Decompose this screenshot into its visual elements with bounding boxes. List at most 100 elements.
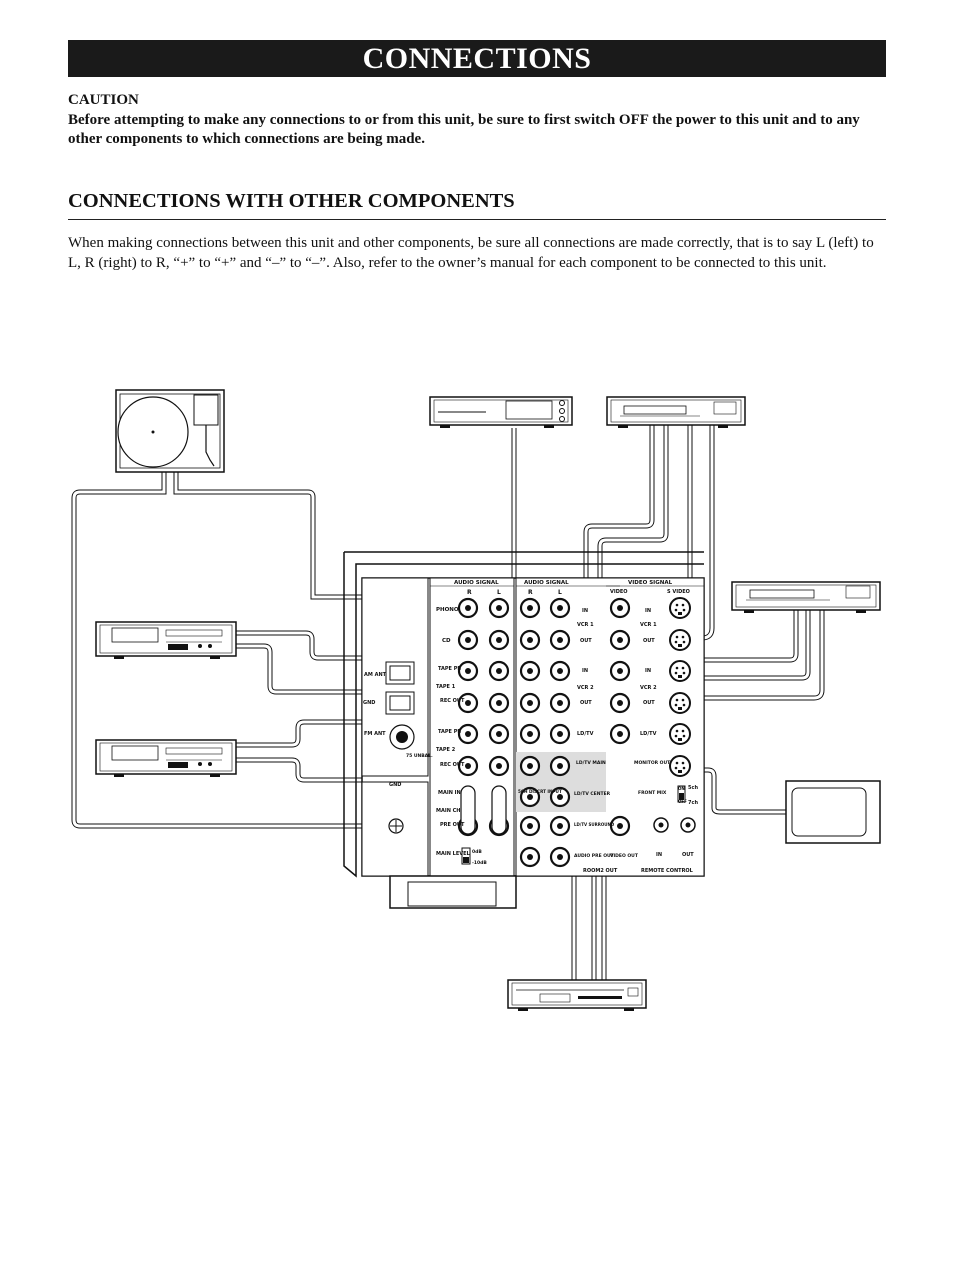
cable-tape2-rec — [236, 757, 468, 783]
label-10db: -10dB — [472, 860, 487, 866]
label-fm-ant: FM ANT — [364, 731, 386, 737]
label-audio-pre-out: AUDIO PRE OUT — [574, 853, 615, 859]
tape-deck-1-icon — [95, 621, 237, 659]
cable-vcr1-a — [583, 424, 655, 600]
cable-turntable-gnd — [71, 472, 396, 829]
turntable-icon — [115, 389, 225, 473]
rca-jack-l-1 — [488, 629, 510, 651]
label-l-2: L — [558, 589, 562, 596]
label-l-1: L — [497, 589, 501, 596]
rca-jack-video-5 — [609, 815, 631, 837]
rca-jack-l2-3 — [549, 692, 571, 714]
rca-jack-r2-2 — [519, 660, 541, 682]
label-0db: 0dB — [472, 849, 482, 855]
label-out-1: OUT — [580, 638, 592, 644]
label-monitor-out: MONITOR OUT — [634, 760, 671, 766]
cable-vcr1-b — [597, 424, 669, 598]
rca-jack-r2-3 — [519, 692, 541, 714]
label-remote-control: REMOTE CONTROL — [641, 868, 694, 874]
page-title: CONNECTIONS — [362, 41, 592, 75]
vcr2-icon — [731, 581, 881, 613]
tv-monitor-icon — [785, 780, 881, 844]
label-ldtv-main: LD/TV MAIN — [576, 760, 606, 766]
label-remote-in: IN — [656, 852, 662, 858]
cable-tape1-rec — [236, 643, 468, 695]
s-video-jack-1 — [669, 629, 691, 651]
label-discrt: 5CH DISCRT INPUT — [518, 789, 562, 794]
vcr1-icon — [606, 396, 746, 428]
cable-vcr2-c — [680, 610, 825, 701]
rca-jack-r-5 — [457, 755, 479, 777]
rca-jack-r2-8 — [519, 846, 541, 868]
label-out-v2: OUT — [643, 700, 655, 706]
label-ldtv-a: LD/TV — [577, 731, 594, 737]
cable-monitor — [680, 767, 786, 815]
rca-jack-l2-4 — [549, 723, 571, 745]
label-vcr2-a: VCR 2 — [577, 685, 594, 691]
s-video-jack-5 — [669, 755, 691, 777]
label-ldtv-surround: LD/TV SURROUND — [574, 822, 615, 827]
rca-jack-r2-1 — [519, 629, 541, 651]
caution-heading: CAUTION — [68, 92, 139, 108]
label-out-v1: OUT — [643, 638, 655, 644]
rca-jack-r-1 — [457, 629, 479, 651]
label-video-out: VIDEO OUT — [610, 853, 639, 859]
rca-jack-r2-4 — [519, 723, 541, 745]
label-vcr1-a: VCR 1 — [577, 622, 594, 628]
label-tape1: TAPE 1 — [436, 684, 456, 690]
rca-jack-l2-2 — [549, 660, 571, 682]
rca-jack-l2-5 — [549, 755, 571, 777]
rca-jack-l2-7 — [549, 815, 571, 837]
label-in-1: IN — [582, 608, 588, 614]
rca-jack-video-1 — [609, 629, 631, 651]
rca-jack-l-3 — [488, 692, 510, 714]
rca-jack-r-2 — [457, 660, 479, 682]
rca-jack-l2-0 — [549, 597, 571, 619]
label-main-ch: MAIN CH — [436, 808, 461, 814]
rca-jack-l2-1 — [549, 629, 571, 651]
label-ldtv-center: LD/TV CENTER — [574, 791, 611, 797]
rca-jack-r2-0 — [519, 597, 541, 619]
label-video: VIDEO — [610, 589, 628, 595]
rca-jacks — [457, 597, 691, 868]
label-room2-out: ROOM2 OUT — [583, 868, 618, 874]
cable-vcr2-b — [620, 610, 811, 681]
label-audio-signal-1: AUDIO SIGNAL — [454, 580, 499, 586]
caution-block: CAUTION Before attempting to make any co… — [68, 91, 886, 150]
label-unbal: 75 UNBAL. — [406, 753, 433, 759]
label-on: ON — [678, 786, 685, 791]
label-front-mix: FRONT MIX — [638, 790, 667, 796]
caution-text: Before attempting to make any connection… — [68, 111, 860, 148]
rca-jack-r-4 — [457, 723, 479, 745]
label-pre-out: PRE OUT — [440, 822, 465, 828]
label-vcr1-b: VCR 1 — [640, 622, 657, 628]
rca-jack-r-0 — [457, 597, 479, 619]
rca-jack-l-5 — [488, 755, 510, 777]
rca-jack-r-3 — [457, 692, 479, 714]
label-in-v1: IN — [645, 608, 651, 614]
label-gnd-bottom: GND — [389, 782, 401, 788]
ld-player-icon — [507, 979, 647, 1011]
title-bar: CONNECTIONS — [68, 40, 886, 77]
rca-jack-l-4 — [488, 723, 510, 745]
label-5ch: 5ch — [688, 785, 698, 791]
label-am-ant: AM ANT — [364, 672, 387, 678]
label-remote-out: OUT — [682, 852, 694, 858]
s-video-jack-4 — [669, 723, 691, 745]
label-in-v2: IN — [645, 668, 651, 674]
intro-paragraph: When making connections between this uni… — [68, 235, 874, 271]
label-tape-pb-2: TAPE PB — [438, 729, 461, 735]
cable-vcr2-a — [500, 610, 799, 663]
label-tape-pb-1: TAPE PB — [438, 666, 461, 672]
cd-player-icon — [429, 396, 573, 428]
label-cd: CD — [442, 638, 451, 644]
receiver-rear-panel — [343, 551, 705, 909]
label-off: OFF — [678, 799, 687, 804]
label-r-2: R — [528, 589, 533, 596]
label-vcr2-b: VCR 2 — [640, 685, 657, 691]
panel-labels: AUDIO SIGNAL AUDIO SIGNAL VIDEO SIGNAL R… — [363, 580, 698, 874]
rca-jack-l2-8 — [549, 846, 571, 868]
s-video-jack-3 — [669, 692, 691, 714]
label-phono: PHONO — [436, 607, 459, 613]
